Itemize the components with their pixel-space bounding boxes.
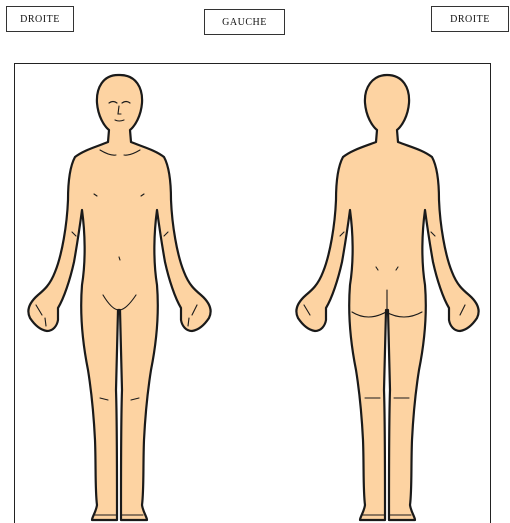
back-body-figure <box>296 75 478 520</box>
front-body-figure <box>28 75 210 520</box>
